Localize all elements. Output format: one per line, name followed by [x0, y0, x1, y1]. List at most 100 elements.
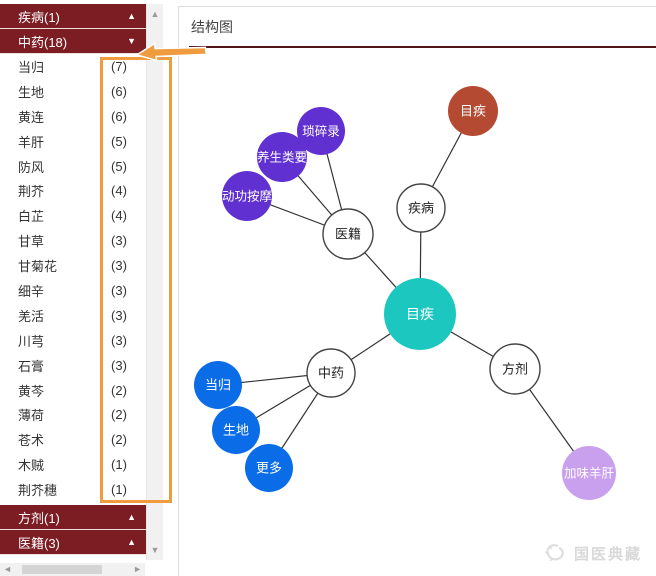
- site-logo-text: 国医典藏: [573, 545, 642, 563]
- sidebar-item[interactable]: 甘草 (3): [0, 228, 146, 253]
- sidebar-item-count: (3): [111, 282, 127, 298]
- sidebar-group-books[interactable]: 医籍(3) ▲: [0, 530, 146, 556]
- graph-node-yangshengleiyao[interactable]: 养生类要: [257, 132, 307, 182]
- sidebar-item[interactable]: 甘菊花(3): [0, 253, 146, 278]
- sidebar-item-count: (7): [111, 58, 127, 74]
- sidebar-item[interactable]: 细辛 (3): [0, 278, 146, 303]
- graph-node-yiji[interactable]: 医籍: [322, 208, 374, 260]
- sidebar-group-label: 医籍(3): [18, 535, 60, 551]
- graph-node-fangji[interactable]: 方剂: [489, 343, 541, 395]
- sidebar-item-count: (3): [111, 307, 127, 323]
- sidebar-item[interactable]: 川芎 (3): [0, 328, 146, 353]
- sidebar-item-count: (2): [111, 407, 127, 423]
- sidebar-item-label: 黄芩: [18, 383, 45, 399]
- graph-node-label: 目疾: [460, 104, 486, 119]
- graph-node-label: 目疾: [406, 306, 434, 322]
- graph-node-gengduo[interactable]: 更多: [245, 444, 293, 492]
- sidebar-item-label: 荆芥穗: [18, 483, 58, 499]
- site-logo: 国医典藏: [543, 542, 642, 564]
- graph-node-zhongyao[interactable]: 中药: [306, 348, 356, 398]
- sidebar-item-count: (3): [111, 258, 127, 274]
- sidebar-item-count: (3): [111, 332, 127, 348]
- scroll-down-icon[interactable]: ▼: [150, 545, 160, 555]
- graph-node-muji_disease[interactable]: 目疾: [448, 86, 498, 136]
- sidebar-item-label: 羌活: [18, 308, 45, 324]
- sidebar-item-label: 苍术: [18, 433, 45, 449]
- graph-node-label: 加味羊肝: [564, 465, 615, 480]
- sidebar-item[interactable]: 羊肝(5): [0, 129, 146, 154]
- guoyi-logo-icon: [544, 544, 564, 562]
- sidebar-item[interactable]: 荆芥穗 (1): [0, 477, 146, 502]
- sidebar-item-label: 川芎: [18, 333, 45, 349]
- sidebar-item-list: 当归(7)生地(6)黄连(6)羊肝(5)防风(5)荆芥(4)白芷(4)甘草(3)…: [0, 54, 146, 503]
- sidebar-item-count: (5): [111, 133, 127, 149]
- expand-down-icon[interactable]: ▼: [127, 35, 136, 46]
- scroll-up-icon[interactable]: ▲: [150, 9, 160, 19]
- graph-node-label: 当归: [205, 378, 231, 393]
- collapse-up-icon[interactable]: ▲: [127, 10, 136, 21]
- sidebar-item-label: 白芷: [18, 209, 45, 225]
- sidebar-item[interactable]: 薄荷 (2): [0, 402, 146, 427]
- sidebar-group-label: 方剂(1): [18, 510, 60, 526]
- category-sidebar: 疾病(1) ▲ 中药(18) ▼ 当归(7)生地(6)黄连(6)羊肝(5)防风(…: [0, 4, 146, 556]
- graph-node-jibing[interactable]: 疾病: [396, 183, 446, 233]
- sidebar-item-label: 石膏: [18, 358, 45, 374]
- collapse-up-icon[interactable]: ▲: [127, 536, 136, 547]
- collapse-up-icon[interactable]: ▲: [127, 511, 136, 522]
- sidebar-item[interactable]: 白芷 (4): [0, 203, 146, 228]
- sidebar-item-count: (6): [111, 83, 127, 99]
- graph-node-label: 医籍: [335, 227, 361, 242]
- graph-node-label: 琐碎录: [302, 123, 340, 138]
- sidebar-item-label: 薄荷: [18, 408, 45, 424]
- sidebar-item-label: 当归: [18, 59, 45, 75]
- sidebar-item-count: (4): [111, 208, 127, 224]
- sidebar-horizontal-scrollbar[interactable]: ◄ ►: [0, 563, 145, 576]
- sidebar-item-count: (3): [111, 357, 127, 373]
- sidebar-group-disease[interactable]: 疾病(1) ▲: [0, 4, 146, 29]
- sidebar-vertical-scrollbar[interactable]: ▲ ▼: [146, 4, 163, 560]
- title-underline: [189, 46, 656, 48]
- scrollbar-thumb[interactable]: [22, 565, 102, 574]
- graph-node-suosuilu[interactable]: 琐碎录: [297, 107, 345, 155]
- sidebar-item-label: 甘草: [18, 234, 45, 250]
- sidebar-item-label: 荆芥: [18, 184, 45, 200]
- sidebar-item[interactable]: 荆芥(4): [0, 178, 146, 203]
- scroll-left-icon[interactable]: ◄: [3, 564, 12, 574]
- sidebar-item[interactable]: 木贼(1): [0, 452, 146, 477]
- scroll-right-icon[interactable]: ►: [133, 564, 142, 574]
- sidebar-item[interactable]: 当归 (7): [0, 54, 146, 79]
- sidebar-item[interactable]: 黄连(6): [0, 104, 146, 129]
- graph-node-label: 动功按摩: [222, 188, 273, 203]
- sidebar-item-label: 生地: [18, 84, 45, 100]
- sidebar-item-count: (1): [111, 457, 127, 473]
- graph-node-label: 更多: [256, 461, 282, 476]
- graph-node-label: 生地: [223, 423, 249, 438]
- graph-node-label: 养生类要: [257, 149, 307, 164]
- sidebar-group-label: 疾病(1): [18, 9, 60, 25]
- sidebar-item-count: (1): [111, 482, 127, 498]
- sidebar-item[interactable]: 石膏 (3): [0, 353, 146, 378]
- sidebar-item[interactable]: 防风(5): [0, 154, 146, 179]
- structure-diagram-panel: 结构图 琐碎录养生类要动功按摩医籍疾病目疾目疾中药当归生地更多方剂加味羊肝 国医…: [178, 6, 656, 576]
- page-title: 结构图: [191, 19, 233, 35]
- sidebar-item-count: (2): [111, 382, 127, 398]
- sidebar-group-herbs[interactable]: 中药(18) ▼: [0, 29, 146, 54]
- sidebar-item-count: (6): [111, 108, 127, 124]
- graph-node-muji_center[interactable]: 目疾: [384, 278, 456, 350]
- graph-node-danggui[interactable]: 当归: [194, 361, 242, 409]
- sidebar-item-label: 细辛: [18, 283, 45, 299]
- sidebar-item-count: (5): [111, 158, 127, 174]
- sidebar-item[interactable]: 生地 (6): [0, 79, 146, 104]
- sidebar-item-count: (3): [111, 233, 127, 249]
- graph-node-shengdi[interactable]: 生地: [212, 406, 260, 454]
- graph-node-label: 方剂: [502, 362, 528, 377]
- sidebar-item[interactable]: 苍术 (2): [0, 427, 146, 452]
- graph-node-jiaweiyanggan[interactable]: 加味羊肝: [562, 446, 616, 500]
- sidebar-item[interactable]: 黄芩 (2): [0, 378, 146, 403]
- graph-node-donggonganmo[interactable]: 动功按摩: [222, 171, 273, 221]
- sidebar-item[interactable]: 羌活 (3): [0, 303, 146, 328]
- graph-node-label: 疾病: [408, 201, 434, 216]
- sidebar-group-formulas[interactable]: 方剂(1) ▲: [0, 505, 146, 531]
- sidebar-item-count: (2): [111, 432, 127, 448]
